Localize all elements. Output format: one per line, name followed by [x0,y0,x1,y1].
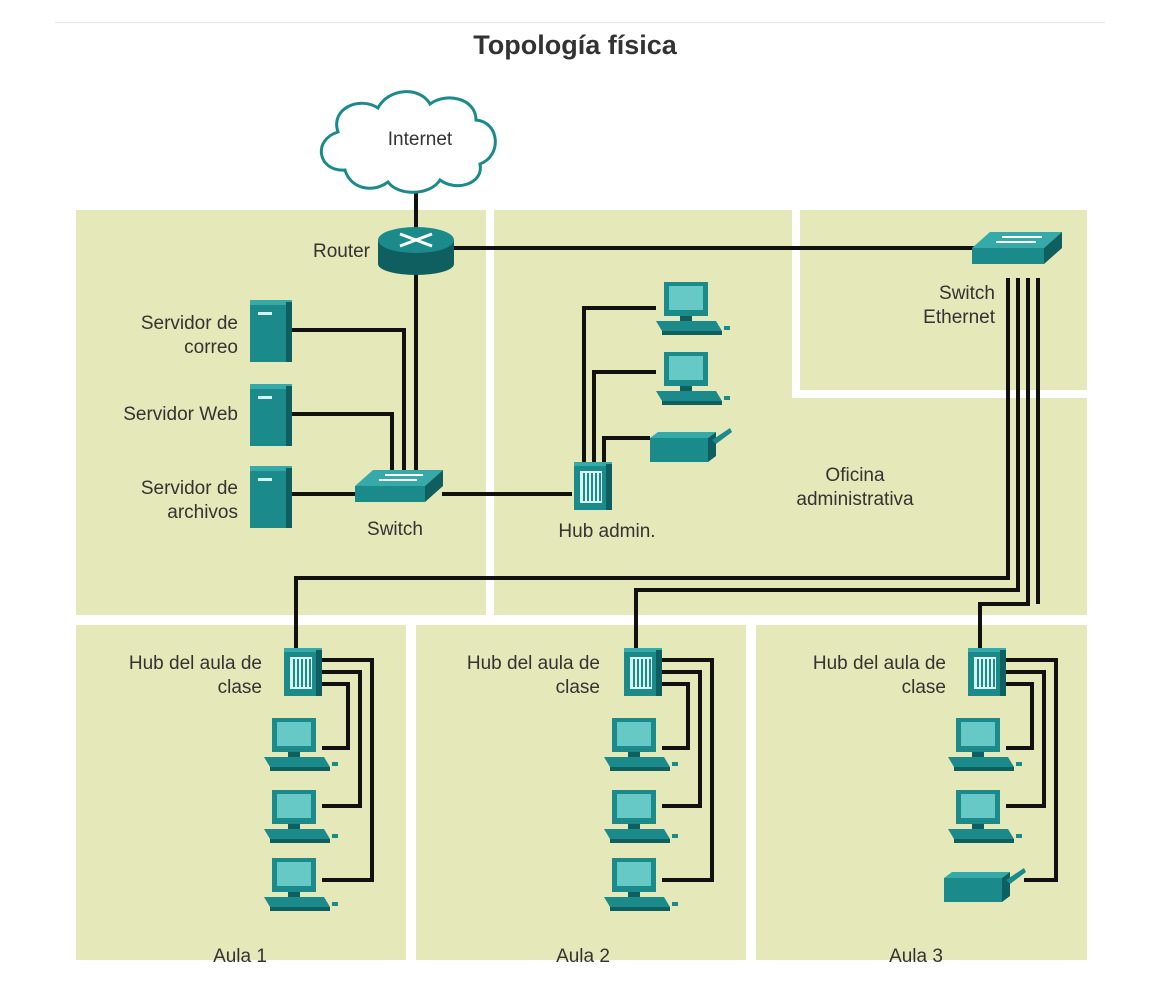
cable-switch-aula2 [634,278,1020,648]
zone-admin-office-left [494,210,792,615]
aula-3-label: Aula 3 [889,946,943,967]
cable-switch-aula3 [978,278,1030,648]
cable-hub-pc2 [592,370,656,462]
top-divider [55,22,1105,23]
zone-aula-2 [416,625,746,960]
aula-2-label: Aula 2 [556,946,610,967]
cable-web-server [292,412,394,478]
aula-1-label: Aula 1 [213,946,267,967]
router-icon [378,227,454,275]
classroom-hub-3-label: Hub del aula de clase [812,653,946,698]
cable-aula2-pc2 [662,670,702,808]
cable-aula3-pc1 [1006,682,1034,750]
zone-aula-3 [756,625,1087,960]
switch-ethernet-icon [972,232,1062,264]
classroom-hub-2-icon [624,648,662,696]
cable-aula1-pc1 [322,658,374,882]
classroom-hub-2-label: Hub del aula de clase [466,653,600,698]
classroom-hub-1-icon [284,648,322,696]
internet-label: Internet [387,129,453,150]
switch-label: Switch [367,519,423,540]
diagram-title: Topología física [473,30,677,60]
switch-ethernet-label: Switch Ethernet [923,283,995,328]
router-label: Router [312,241,370,262]
switch-icon [355,470,443,502]
cable-mail-server [292,328,406,476]
cables [292,185,1058,882]
hub-admin-label: Hub admin. [558,521,656,542]
file-server-icon [250,466,292,528]
classroom-hub-3-icon [968,648,1006,696]
web-server-icon [250,384,292,446]
mail-server-label: Servidor de correo [140,313,238,358]
hub-admin-icon [574,462,612,510]
cable-hub-printer [602,436,650,462]
cable-aula2-pc3 [662,682,690,750]
cable-aula2-pc1 [662,658,714,882]
cable-hub-pc1 [582,306,656,462]
zone-aula-1 [76,625,406,960]
cable-switch-aula1 [294,278,1010,648]
admin-office-label: Oficina administrativa [796,465,914,510]
cable-aula3-printer [1006,658,1058,882]
internet-cloud-icon [319,90,497,194]
web-server-label: Servidor Web [123,404,238,425]
cable-aula1-pc2 [322,670,362,808]
mail-server-icon [250,300,292,362]
cable-aula3-pc2 [1006,670,1046,808]
classroom-hub-1-label: Hub del aula de clase [128,653,262,698]
file-server-label: Servidor de archivos [140,478,238,523]
cable-aula1-pc3 [322,682,350,750]
